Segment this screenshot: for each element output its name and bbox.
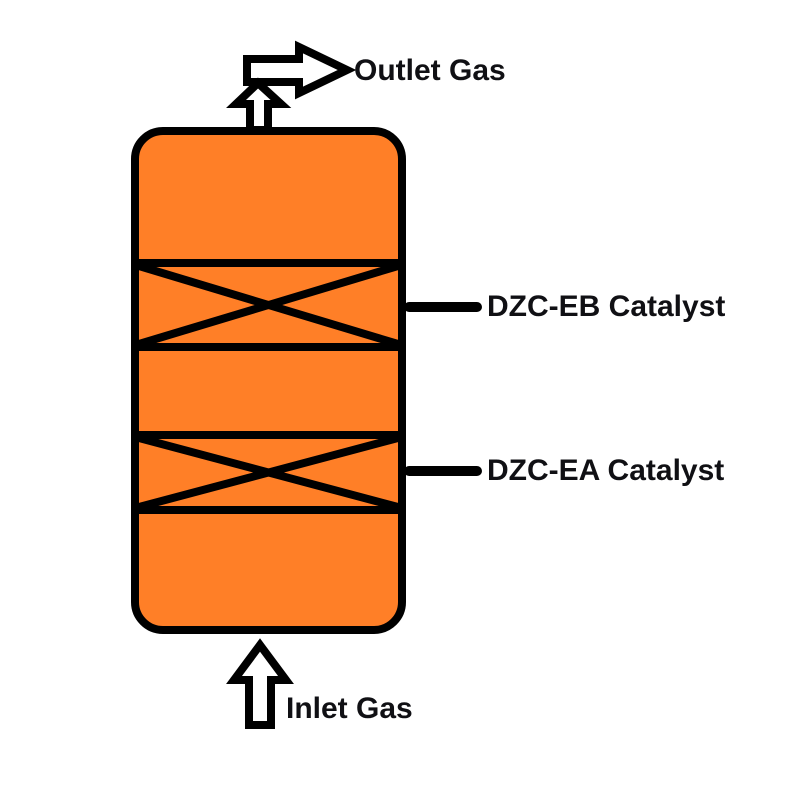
outlet-gas-label: Outlet Gas (354, 54, 506, 87)
outlet-right-arrow-icon (243, 40, 357, 100)
dzc-ea-catalyst-label: DZC-EA Catalyst (487, 454, 725, 487)
bed-top-diagonal-2 (137, 262, 400, 348)
bed-bottom-diagonal-2 (137, 434, 400, 511)
catalyst-bed-top (131, 259, 406, 351)
inlet-up-arrow-icon (226, 638, 294, 729)
inlet-gas-label: Inlet Gas (286, 692, 413, 725)
dzc-eb-catalyst-label: DZC-EB Catalyst (487, 290, 726, 323)
outlet-up-arrow-icon (226, 77, 292, 134)
catalyst-bed-bottom (131, 431, 406, 514)
reactor-vessel (131, 127, 406, 634)
